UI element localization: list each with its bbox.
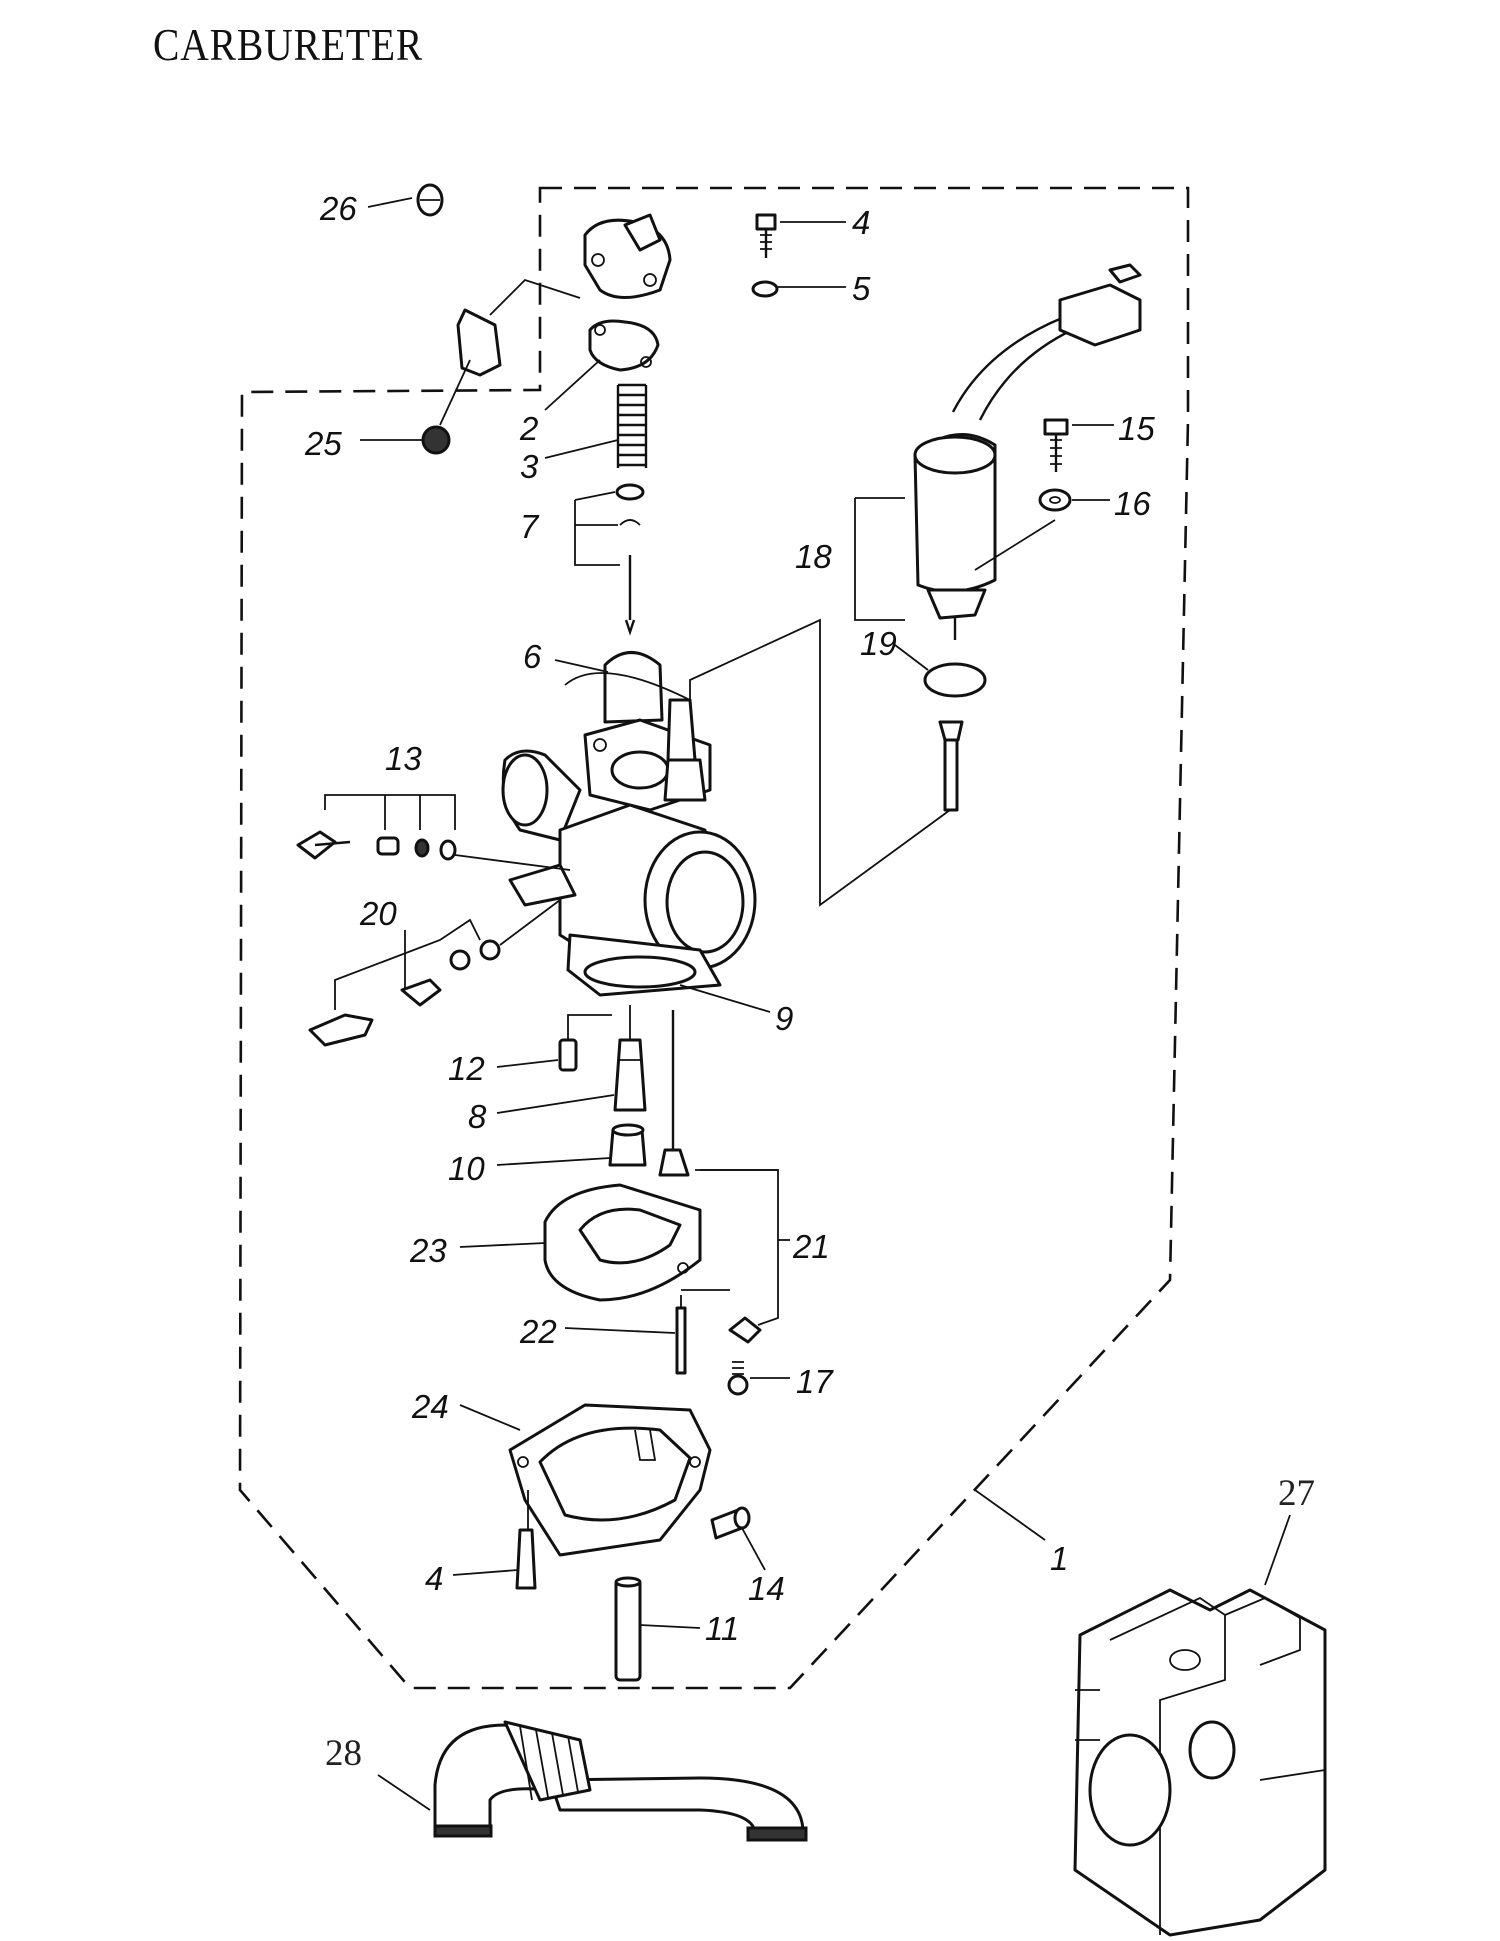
callout-7: 7 (520, 508, 540, 545)
leader-lines (360, 197, 1291, 1811)
callout-15: 15 (1118, 410, 1155, 447)
part-27-air-box (1073, 1588, 1327, 1937)
callout-19: 19 (860, 625, 897, 662)
callout-25: 25 (304, 425, 342, 462)
part-9-carburetor-body (501, 698, 757, 997)
callout-17: 17 (796, 1363, 834, 1400)
part-4-screw-lower (515, 1490, 537, 1590)
part-13-air-screw-set (296, 794, 571, 871)
callout-9: 9 (775, 1000, 793, 1037)
callout-6: 6 (523, 638, 542, 675)
page-title: CARBURETER (153, 19, 424, 70)
part-20-pilot-screw-set (308, 899, 561, 1047)
callout-13: 13 (385, 740, 422, 777)
callout-5: 5 (852, 270, 871, 307)
part-3-spring (616, 383, 648, 468)
part-4-screw-top (755, 213, 777, 258)
callout-4-top: 4 (852, 204, 870, 241)
callout-28: 28 (325, 1733, 362, 1774)
part-18-auto-choke (854, 263, 1142, 640)
part-23-float (543, 1183, 702, 1302)
part-22-float-pin (675, 1289, 730, 1375)
part-26-cap (416, 183, 444, 217)
part-10-main-jet (608, 1123, 647, 1167)
part-21-float-valve (658, 1010, 780, 1344)
part-12-pilot-jet (558, 1014, 612, 1072)
callout-3: 3 (520, 448, 539, 485)
assembly-boundary (238, 186, 1190, 1690)
part-14-drain-screw (710, 1506, 751, 1540)
part-25-nut (421, 425, 451, 455)
part-17-screw (727, 1361, 749, 1396)
part-2-gasket (588, 319, 660, 372)
part-6-throttle-slide (603, 651, 664, 724)
part-19-o-ring (923, 662, 987, 698)
callout-20: 20 (359, 895, 397, 932)
part-24-float-bowl (508, 1403, 712, 1557)
callout-1: 1 (1050, 1540, 1068, 1577)
callout-2: 2 (519, 410, 538, 447)
callout-24: 24 (411, 1388, 449, 1425)
callout-22: 22 (519, 1313, 557, 1350)
callout-18: 18 (795, 538, 832, 575)
callout-4-lower: 4 (425, 1560, 443, 1597)
part-2-top-cover (583, 213, 672, 299)
callout-23: 23 (409, 1232, 447, 1269)
callout-21: 21 (792, 1228, 830, 1265)
part-7-needle (615, 483, 645, 636)
callout-11: 11 (705, 1610, 739, 1647)
callout-12: 12 (448, 1050, 485, 1087)
callout-27: 27 (1278, 1473, 1315, 1514)
cable-tube (439, 278, 581, 426)
part-15-bolt (1043, 418, 1069, 472)
callout-8: 8 (468, 1098, 487, 1135)
callout-14: 14 (748, 1570, 785, 1607)
part-11-drain-tube (614, 1576, 642, 1682)
callout-10: 10 (448, 1150, 485, 1187)
part-8-needle-jet (613, 1005, 647, 1112)
part-28-intake-pipe (433, 1720, 808, 1842)
choke-plunger (689, 618, 964, 907)
callout-labels: 26 25 2 3 7 6 4 5 15 16 18 19 13 20 9 12… (304, 190, 1315, 1774)
part-5-washer (751, 280, 779, 298)
callout-26: 26 (319, 190, 357, 227)
part-16-washer (1038, 488, 1072, 512)
callout-16: 16 (1114, 485, 1151, 522)
